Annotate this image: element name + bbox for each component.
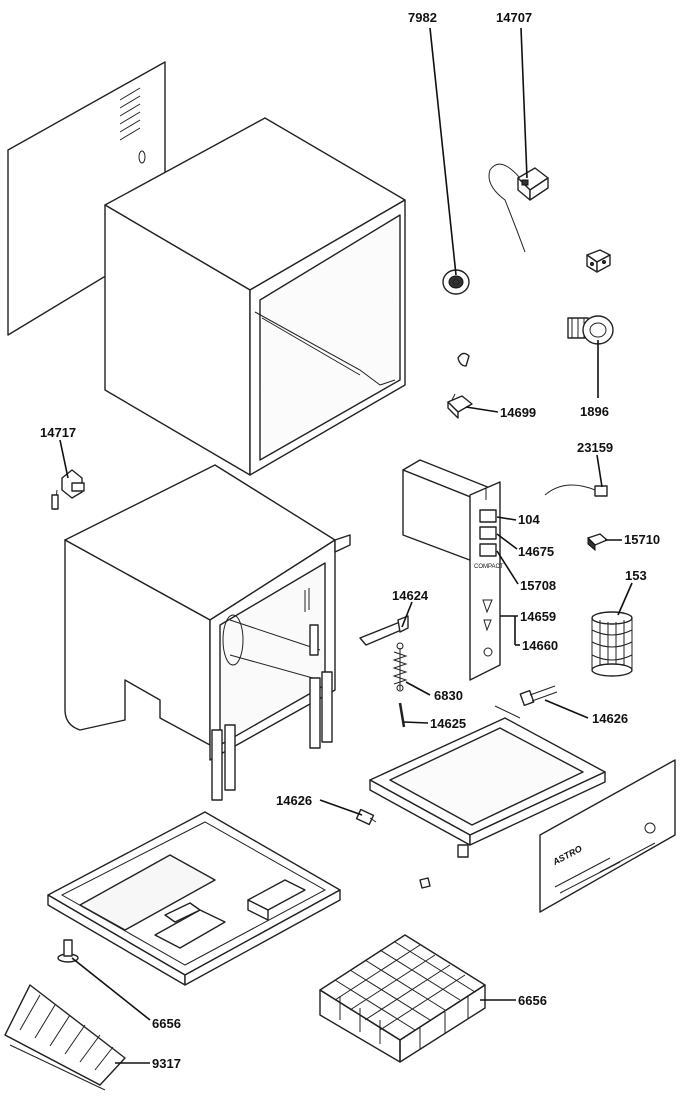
control-panel: COMPACT (402, 459, 504, 681)
callout-14717: 14717 (40, 425, 76, 440)
terminal-block (586, 249, 611, 273)
callout-23159: 23159 (577, 440, 613, 455)
callout-104: 104 (518, 512, 540, 527)
callout-14626-a: 14626 (592, 711, 628, 726)
callout-6656-b: 6656 (152, 1016, 181, 1031)
callout-14625: 14625 (430, 716, 466, 731)
callout-15708: 15708 (520, 578, 556, 593)
drawer-tray (369, 705, 606, 858)
wire-basket-153 (591, 611, 633, 677)
thermostat-14707 (488, 163, 549, 253)
latch-14624 (359, 615, 409, 646)
spring-6830 (392, 642, 408, 692)
clip-small-2 (419, 877, 431, 889)
wire-basket-large (319, 934, 486, 1063)
callout-14675: 14675 (518, 544, 554, 559)
callout-14699: 14699 (500, 405, 536, 420)
timer-1896 (567, 315, 614, 345)
callout-6656-a: 6656 (518, 993, 547, 1008)
callout-14624: 14624 (392, 588, 429, 603)
callout-14660: 14660 (522, 638, 558, 653)
callout-14626-b: 14626 (276, 793, 312, 808)
callout-6830: 6830 (434, 688, 463, 703)
bolt-14626-lower (355, 808, 377, 826)
foot-6656 (57, 939, 79, 963)
leader-lines (59, 27, 633, 1064)
base-tray (47, 811, 341, 986)
callout-1896: 1896 (580, 404, 609, 419)
callout-153: 153 (625, 568, 647, 583)
micro-switch-14699 (447, 393, 473, 419)
callout-labels: 7982 14707 1896 14699 23159 14717 104 15… (40, 10, 660, 1071)
pin-14625 (398, 702, 406, 728)
triangular-rack (4, 984, 126, 1091)
callout-7982: 7982 (408, 10, 437, 25)
probe-23159 (544, 484, 608, 497)
callout-9317: 9317 (152, 1056, 181, 1071)
callout-14659: 14659 (520, 609, 556, 624)
front-panel: ASTRO (539, 759, 676, 913)
callout-14707: 14707 (496, 10, 532, 25)
bolt-14626-upper (519, 685, 558, 707)
clip-small (457, 352, 470, 367)
svg-text:COMPACT: COMPACT (474, 564, 504, 570)
outer-cabinet (104, 117, 406, 476)
indicator-15710 (587, 533, 608, 552)
callout-15710: 15710 (624, 532, 660, 547)
inner-oven-body (64, 464, 351, 801)
